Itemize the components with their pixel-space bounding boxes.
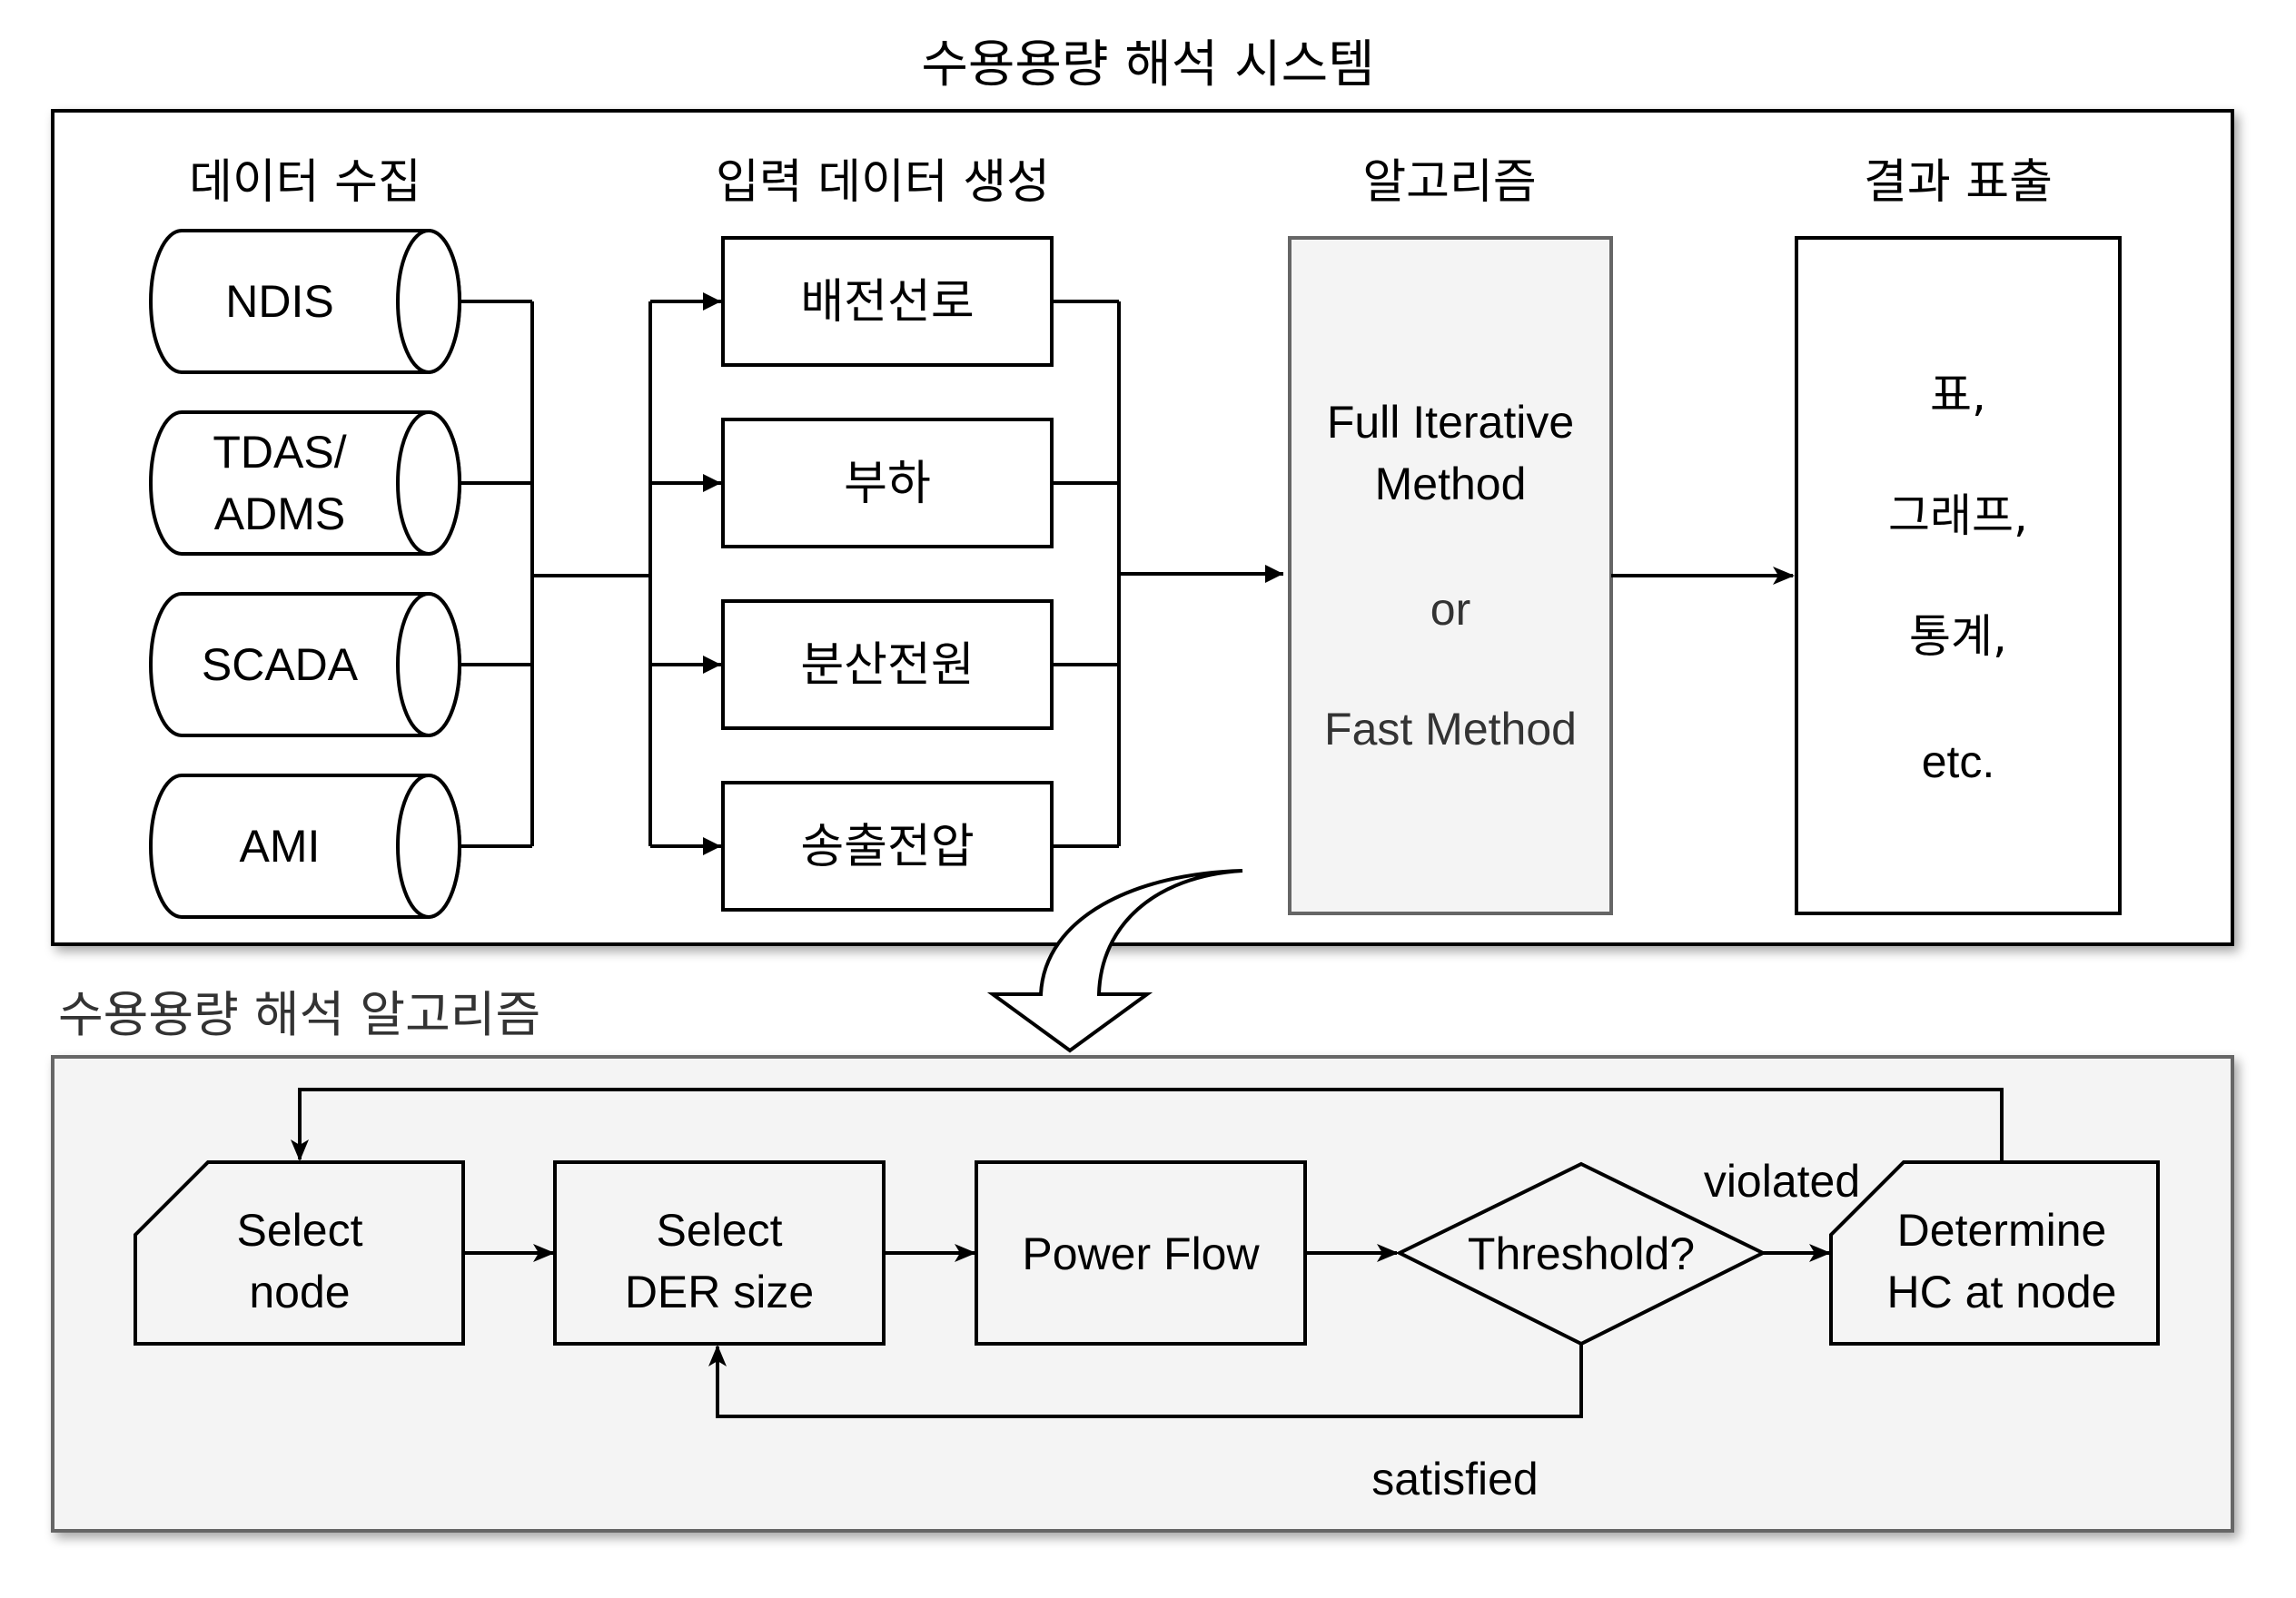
select-node-line2: node [249, 1267, 350, 1317]
result-statistics: 통계, [1909, 610, 2007, 663]
step-power-flow[interactable]: Power Flow [975, 1160, 1307, 1346]
data-source-cylinder[interactable]: NDIS [149, 229, 461, 374]
input-box-label: 송출전압 [800, 820, 974, 874]
select-der-shape [553, 1160, 886, 1346]
threshold-label: Threshold? [1468, 1228, 1695, 1279]
data-source-cylinder[interactable]: TDAS/ADMS [149, 410, 461, 556]
input-data-box[interactable]: 분산전원 [721, 599, 1054, 730]
determine-hc-line2: HC at node [1887, 1267, 2117, 1317]
input-data-box[interactable]: 배전선로 [721, 236, 1054, 367]
collection-bus [460, 300, 652, 848]
data-source-label: SCADA [202, 639, 359, 690]
section-algorithm: 알고리즘 [1362, 155, 1536, 210]
satisfied-label: satisfied [1371, 1454, 1538, 1504]
determine-hc-shape [1829, 1160, 2160, 1346]
system-title: 수용용량 해석 시스템 [921, 35, 1374, 94]
select-node-line1: Select [237, 1205, 363, 1256]
input-box-rect [721, 236, 1054, 367]
input-box-label: 부하 [844, 457, 931, 511]
step-select-node[interactable]: Select node [134, 1160, 465, 1346]
input-box-rect [721, 599, 1054, 730]
data-source-cylinder[interactable]: AMI [149, 774, 461, 919]
algorithm-fast-method: Fast Method [1324, 704, 1577, 755]
algorithm-flow-title: 수용용량 해석 알고리즘 [58, 986, 540, 1043]
input-output-bus [1117, 301, 1283, 846]
curved-down-arrow-icon [986, 869, 1243, 1053]
cylinder-cap [396, 774, 461, 919]
algorithm-method: Method [1375, 459, 1527, 509]
result-etc: etc. [1922, 736, 1995, 787]
data-source-label: NDIS [225, 276, 333, 327]
input-box-label: 배전선로 [800, 275, 974, 330]
result-graph: 그래프, [1888, 489, 2028, 542]
power-flow-label: Power Flow [1022, 1228, 1260, 1279]
select-node-shape [134, 1160, 465, 1346]
input-box-rect [721, 781, 1054, 912]
cylinder-cap [396, 592, 461, 737]
result-table: 표, [1930, 369, 1986, 421]
data-source-label: TDAS/ [213, 427, 346, 478]
cylinder-cap [396, 229, 461, 374]
data-source-cylinder[interactable]: SCADA [149, 592, 461, 737]
results-box[interactable]: 표, 그래프, 통계, etc. [1795, 236, 2122, 915]
input-data-box[interactable]: 부하 [721, 418, 1054, 548]
select-der-line1: Select [657, 1205, 783, 1256]
cylinder-cap [396, 410, 461, 556]
input-box-rect [721, 418, 1054, 548]
violated-label: violated [1704, 1156, 1860, 1207]
algorithm-box-rect [1288, 236, 1613, 915]
results-box-rect [1795, 236, 2122, 915]
algorithm-box[interactable]: Full Iterative Method or Fast Method [1288, 236, 1613, 915]
section-input-generation: 입력 데이터 생성 [716, 155, 1050, 210]
step-determine-hc[interactable]: Determine HC at node [1829, 1160, 2160, 1346]
data-source-label: ADMS [214, 488, 345, 539]
loop-back-to-select-der [708, 1344, 1583, 1418]
section-results: 결과 표출 [1864, 155, 2053, 210]
step-select-der-size[interactable]: Select DER size [553, 1160, 886, 1346]
select-der-line2: DER size [625, 1267, 814, 1317]
loop-back-to-select-node [291, 1088, 2004, 1162]
data-source-label: AMI [240, 821, 321, 872]
algorithm-full-iterative: Full Iterative [1327, 397, 1574, 448]
section-data-collection: 데이터 수집 [189, 155, 421, 210]
determine-hc-line1: Determine [1897, 1205, 2107, 1256]
data-source-group: NDIS TDAS/ADMS SCADA AMI [149, 229, 461, 919]
input-box-label: 분산전원 [800, 638, 974, 693]
input-data-box[interactable]: 송출전압 [721, 781, 1054, 912]
step-threshold-decision[interactable]: Threshold? [1395, 1161, 1767, 1346]
threshold-diamond-shape [1395, 1161, 1767, 1346]
algorithm-or: or [1430, 584, 1470, 635]
